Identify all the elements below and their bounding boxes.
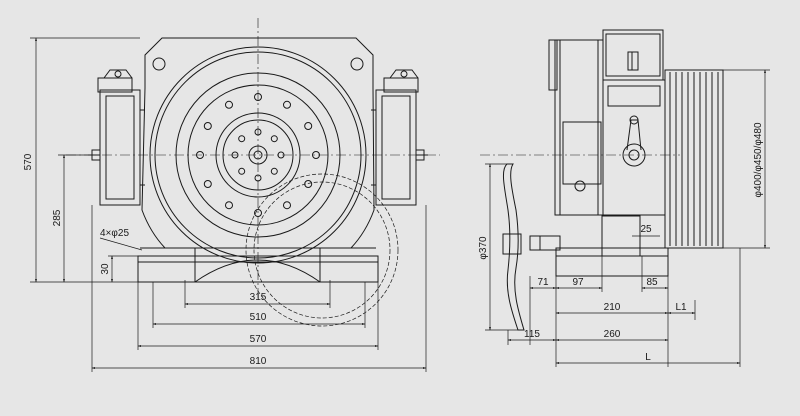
side-dimensions	[485, 69, 770, 367]
bolt-hole	[203, 122, 212, 130]
handwheel-profile	[502, 163, 525, 331]
traction-sheave	[664, 69, 724, 249]
dim-base-height: 30	[100, 263, 111, 275]
bolt-hole	[238, 135, 246, 143]
bolt-hole	[225, 201, 233, 210]
dim-side-97: 97	[572, 277, 584, 288]
front-dimension-labels: 570 285 30 4×φ25 315 510 570 810	[23, 153, 267, 367]
brake-left	[88, 69, 145, 206]
base-arch	[194, 259, 321, 283]
dim-holes: 4×φ25	[100, 228, 129, 239]
brake-side	[602, 79, 666, 216]
housing-body	[141, 87, 375, 249]
dim-width-810: 810	[250, 356, 267, 367]
bolt-hole	[270, 135, 278, 143]
front-centerlines	[66, 18, 440, 300]
bolt-hole	[312, 151, 320, 159]
dim-width-510: 510	[250, 312, 267, 323]
front-dimensions	[30, 37, 427, 372]
side-dimension-labels: φ370 φ400/φ450/φ480 71 97 85 25 210 L1 1…	[478, 122, 764, 363]
dim-side-85: 85	[646, 277, 658, 288]
sensor-box	[562, 121, 602, 185]
bolt-hole	[283, 100, 291, 109]
dim-side-210: 210	[604, 302, 621, 313]
rotor-bolts-inner	[231, 128, 285, 182]
ear-hole-left	[152, 57, 166, 71]
bolt-hole	[270, 167, 278, 175]
dim-side-260: 260	[604, 329, 621, 340]
bolt-hole	[238, 167, 246, 175]
dim-side-L1: L1	[675, 302, 687, 313]
ear-hole-right	[350, 57, 364, 71]
bolt-hole	[203, 180, 212, 188]
shaft	[529, 235, 561, 251]
handwheel-phantom	[245, 173, 399, 327]
bolt-hole	[231, 151, 239, 159]
bolt-hole	[277, 151, 285, 159]
rotor-outer	[149, 46, 367, 264]
dim-axis-height: 285	[52, 209, 63, 226]
dim-side-25: 25	[640, 224, 652, 235]
bolt-hole	[304, 122, 313, 130]
bolt-hole	[254, 174, 262, 182]
bolt-hole	[254, 93, 262, 101]
bolt-hole	[225, 100, 233, 109]
housing-top	[144, 37, 374, 88]
bolt-hole	[254, 128, 262, 136]
bolt-hole	[196, 151, 204, 159]
dim-handwheel-dia: φ370	[478, 236, 489, 260]
motor-body	[554, 39, 604, 216]
dim-side-71: 71	[537, 277, 549, 288]
bolt-hole	[254, 209, 262, 217]
dim-overall-height: 570	[23, 153, 34, 170]
dim-side-L: L	[645, 352, 651, 363]
side-view	[480, 29, 724, 331]
front-view	[66, 18, 440, 327]
brake-right	[371, 69, 428, 206]
dim-side-115: 115	[524, 329, 540, 340]
shaft-circle	[248, 145, 268, 165]
dim-sheave-dia: φ400/φ450/φ480	[753, 122, 764, 198]
top-cover	[602, 29, 664, 81]
bolt-hole	[283, 201, 291, 210]
base-feet	[140, 247, 376, 282]
rotor-bolts-outer	[196, 93, 320, 217]
side-base	[555, 247, 669, 277]
dim-width-315: 315	[250, 292, 267, 303]
dim-width-570: 570	[250, 334, 267, 345]
